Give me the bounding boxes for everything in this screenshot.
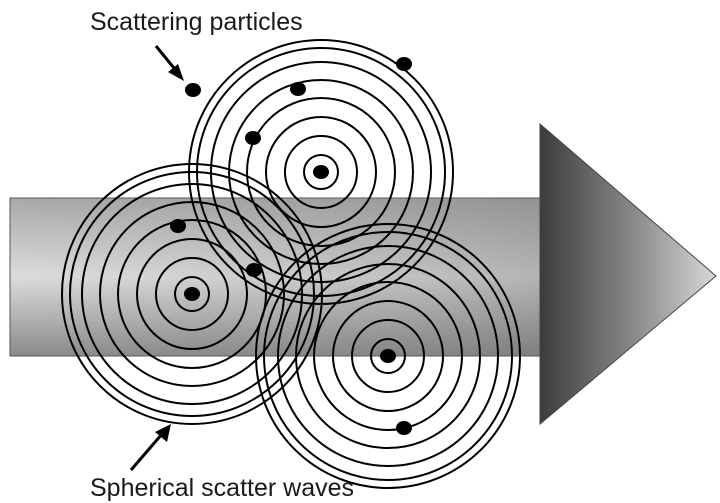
wave-ring: [117, 219, 267, 369]
scattering-particle: [170, 219, 186, 233]
wave-source-lower-rings: [255, 223, 521, 489]
wave-ring: [295, 263, 481, 449]
scattering-particle: [396, 57, 412, 71]
wave-ring: [174, 276, 210, 312]
scattering-particle: [184, 287, 200, 301]
wave-ring: [69, 171, 315, 417]
wave-source-upper-rings: [188, 39, 454, 305]
wave-ring: [313, 281, 463, 431]
wave-ring: [303, 154, 339, 190]
wave-ring: [228, 79, 414, 265]
wave-ring: [351, 319, 425, 393]
wave-ring: [370, 338, 406, 374]
wave-ring: [332, 300, 444, 412]
wave-source-left-rings: [61, 163, 323, 425]
wave-ring: [136, 238, 248, 350]
spherical-scatter-waves-label: Spherical scatter waves: [90, 474, 354, 502]
arrow-head: [539, 122, 717, 426]
wave-ring: [263, 231, 513, 481]
scattering-particles-label: Scattering particles: [90, 8, 303, 36]
wave-ring: [246, 97, 396, 247]
wave-ring: [81, 183, 303, 405]
wave-ring: [99, 201, 285, 387]
scattering-particle: [245, 131, 261, 145]
wave-ring: [255, 223, 521, 489]
wave-ring: [277, 245, 499, 467]
wave-ring: [284, 135, 358, 209]
top-pointer-arrow: [154, 45, 184, 81]
scattering-particle: [313, 165, 329, 179]
bottom-pointer-arrow: [129, 424, 171, 471]
scattering-particle: [396, 421, 412, 435]
wave-ring: [61, 163, 323, 425]
wave-ring: [265, 116, 377, 228]
scattering-particle: [185, 83, 201, 97]
scattering-particle: [246, 263, 262, 277]
spherical-scatter-waves: [61, 39, 521, 489]
scattering-particle: [290, 82, 306, 96]
wave-ring: [155, 257, 229, 331]
scattering-particle: [380, 349, 396, 363]
scattering-particles: [170, 57, 412, 435]
